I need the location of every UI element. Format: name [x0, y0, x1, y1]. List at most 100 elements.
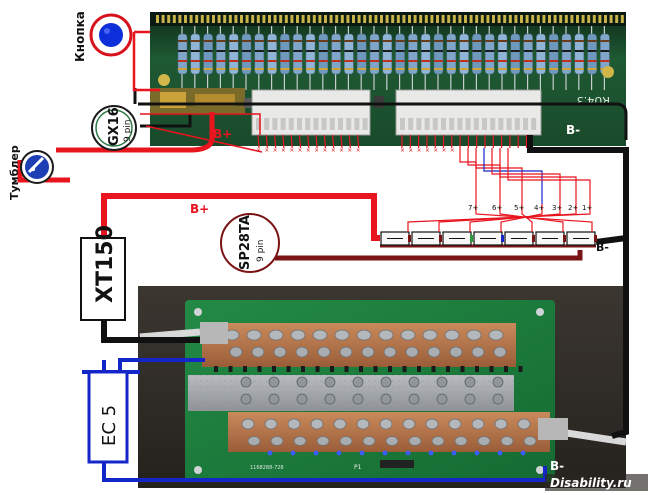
led — [428, 450, 434, 456]
solder-joint — [290, 329, 306, 341]
svg-text:×: × — [442, 147, 447, 154]
alu-rivet — [492, 376, 504, 388]
solder-joint — [448, 418, 462, 430]
header-pin — [447, 15, 451, 23]
header-pin — [346, 15, 350, 23]
solder-joint — [310, 418, 324, 430]
solder-joint — [287, 418, 301, 430]
resistor — [523, 33, 533, 75]
solder-joint — [431, 436, 445, 446]
header-pin — [363, 15, 367, 23]
toggle-switch[interactable] — [20, 150, 54, 184]
header-pin — [508, 15, 512, 23]
header-pin — [318, 15, 322, 23]
sp28-wire — [275, 250, 583, 261]
alu-rivet — [352, 376, 364, 388]
header-pin-row — [156, 15, 624, 23]
gx16-pins: 9 pin — [123, 119, 133, 142]
resistor — [459, 33, 469, 75]
balance-tap-label: 6+ — [492, 204, 502, 212]
header-pin — [441, 15, 445, 23]
header-pin — [469, 15, 473, 23]
header-pin — [531, 15, 535, 23]
smd-part — [214, 366, 218, 372]
alu-rivet — [324, 376, 336, 388]
smd-part — [388, 366, 392, 372]
solder-joint — [246, 329, 262, 341]
header-pin — [385, 15, 389, 23]
resistor — [177, 33, 188, 75]
smd-part — [518, 366, 523, 372]
header-pin — [329, 15, 333, 23]
solder-joint — [471, 346, 485, 358]
resistor — [331, 33, 341, 75]
resistor — [510, 33, 521, 75]
smd-part — [330, 366, 334, 372]
header-pin — [559, 15, 563, 23]
header-pin — [172, 15, 176, 23]
header-pin — [475, 15, 479, 23]
header-pin — [296, 15, 299, 23]
solder-joint — [334, 329, 350, 341]
resistor — [574, 33, 585, 75]
resistor-array — [177, 26, 610, 90]
balance-tap-label: 7+ — [468, 204, 478, 212]
led — [520, 450, 526, 456]
header-pin — [576, 15, 579, 23]
resistor — [369, 33, 380, 75]
resistor — [241, 33, 252, 75]
header-pin — [402, 15, 406, 23]
solder-joint — [466, 329, 482, 341]
header-pin — [514, 15, 518, 23]
button-cap — [99, 23, 123, 47]
cell-balance-row — [380, 231, 597, 248]
led — [336, 450, 342, 456]
resistor — [472, 33, 482, 75]
resistor — [228, 33, 239, 75]
header-pin — [156, 15, 159, 23]
solder-joint — [471, 418, 485, 430]
resistor — [344, 33, 354, 75]
svg-text:×: × — [314, 147, 319, 154]
alu-rivet — [268, 393, 280, 405]
header-pin — [609, 15, 613, 23]
svg-text:×: × — [408, 147, 413, 154]
solder-joint — [379, 418, 393, 430]
led — [451, 450, 457, 456]
mounting-hole — [602, 66, 614, 78]
tap-route — [491, 148, 561, 204]
balance-tap-label: 1+ — [582, 204, 592, 212]
svg-text:×: × — [347, 147, 352, 154]
header-pin — [161, 15, 165, 23]
smd-part — [344, 366, 349, 372]
solder-joint — [400, 329, 416, 341]
led — [405, 450, 411, 456]
header-pin — [581, 15, 585, 23]
push-button[interactable] — [89, 13, 133, 57]
alu-rivet — [380, 393, 392, 405]
header-pin — [251, 15, 255, 23]
solder-joint — [378, 329, 394, 341]
header-pin — [553, 15, 557, 23]
busbar-bottom — [228, 412, 550, 452]
header-pin — [436, 15, 439, 23]
header-pin — [492, 15, 495, 23]
led — [474, 450, 480, 456]
header-pin — [256, 15, 260, 23]
header-pin — [352, 15, 355, 23]
header-pin — [307, 15, 311, 23]
solder-joint — [488, 329, 504, 341]
header-pin — [189, 15, 193, 23]
alu-rivet — [436, 393, 448, 405]
header-pin — [178, 15, 182, 23]
header-pin — [542, 15, 546, 23]
resistor — [305, 33, 316, 75]
cable-in — [139, 328, 201, 341]
header-pin — [167, 15, 171, 23]
alu-rivet — [240, 376, 252, 388]
bminus-top-label: B- — [566, 123, 580, 137]
header-pin — [419, 15, 423, 23]
svg-text:×: × — [306, 147, 311, 154]
tap-route — [475, 148, 523, 204]
smd-part — [359, 366, 363, 372]
